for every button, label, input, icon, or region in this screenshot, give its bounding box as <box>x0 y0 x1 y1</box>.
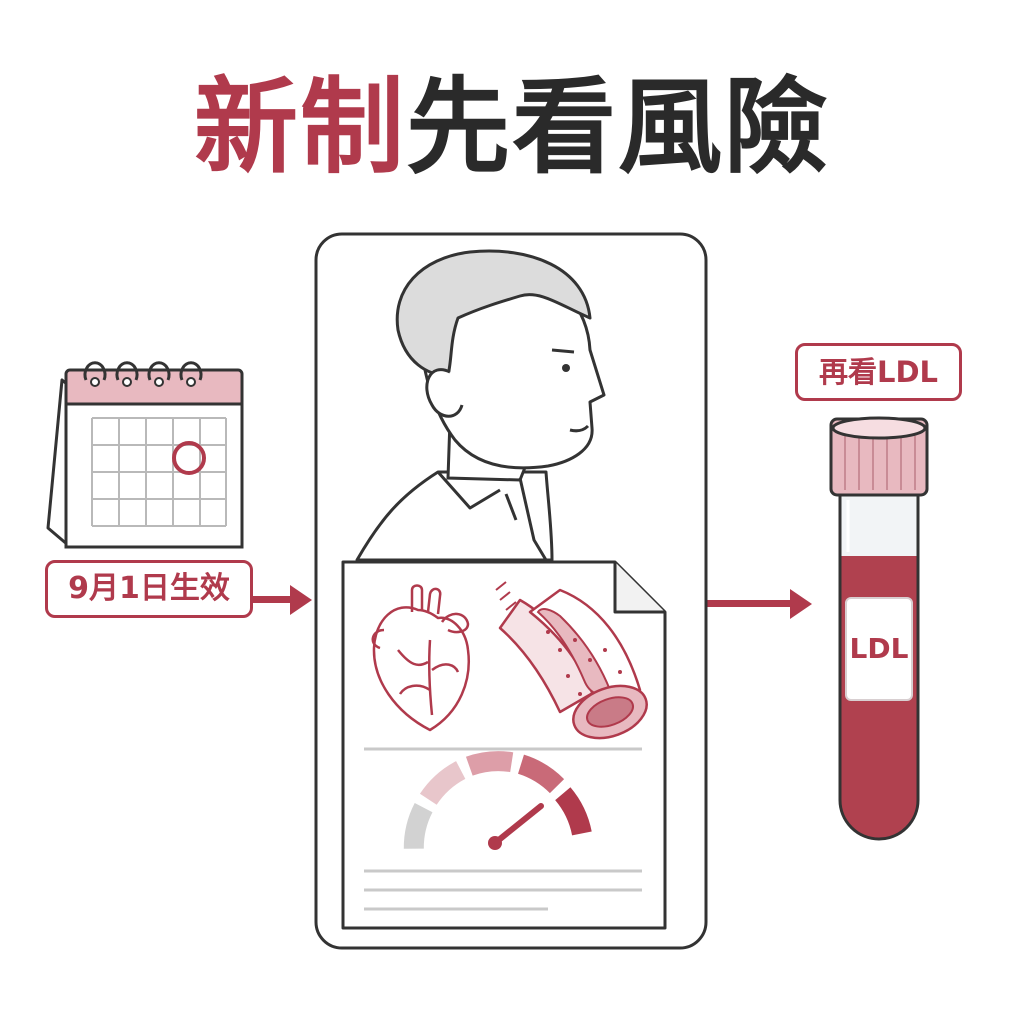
title-accent: 新制 <box>193 66 406 188</box>
ldl-check-label: 再看LDL <box>795 343 962 401</box>
risk-gauge-icon <box>403 751 592 850</box>
person-profile-icon <box>355 249 606 562</box>
arrow-icon-right <box>706 589 812 619</box>
arrow-icon-left <box>253 585 312 615</box>
artery-plaque-icon <box>495 581 648 740</box>
heart-icon <box>371 584 470 732</box>
effective-date-label: 9月1日生效 <box>45 560 253 618</box>
title-main: 先看風險 <box>406 66 831 188</box>
tube-ldl-label: LDL <box>845 597 913 701</box>
page-title: 新制先看風險 <box>0 62 1024 192</box>
calendar-icon <box>46 361 244 549</box>
